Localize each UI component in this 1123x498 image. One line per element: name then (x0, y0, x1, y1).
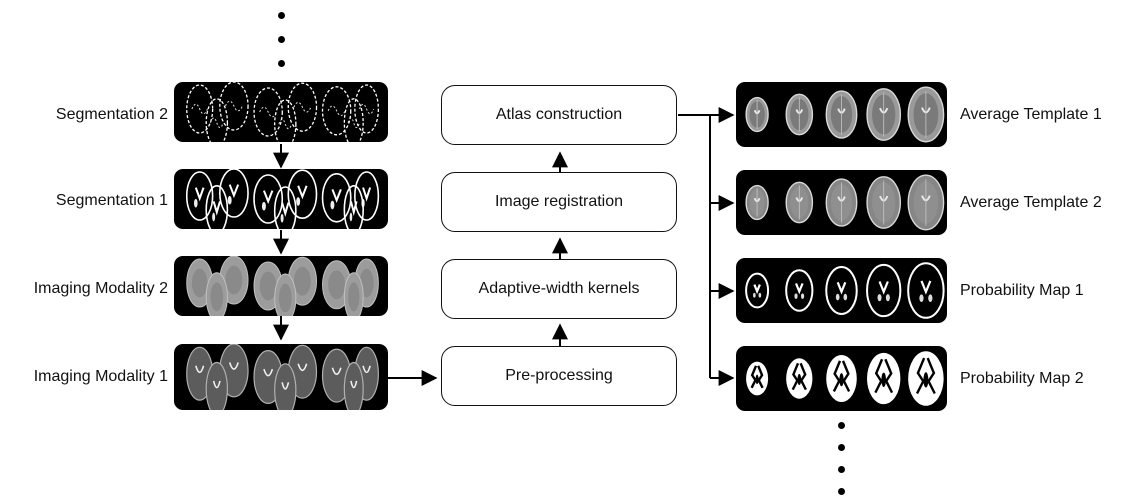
brain-slice (274, 273, 297, 316)
brain-slice (745, 184, 769, 221)
brain-slice (205, 272, 228, 316)
output-label-probability-map-1: Probability Map 1 (960, 282, 1084, 299)
average-template-1-image (736, 82, 947, 147)
brain-thumbnail (185, 169, 380, 229)
brain-slice (825, 266, 858, 315)
brain-slice (253, 87, 283, 137)
brain-slice (826, 355, 857, 402)
brain-slice (253, 174, 284, 224)
ellipsis-dot-bottom-1 (838, 422, 845, 429)
step-adaptive-width-kernels: Adaptive-width kernels (441, 259, 677, 319)
ellipsis-dot-bottom-4 (838, 488, 845, 495)
brain-slice (354, 84, 380, 134)
brain-slice (785, 269, 814, 312)
brain-slice (907, 174, 945, 231)
segmentation-2-image (174, 82, 388, 142)
brain-slice (274, 363, 297, 410)
ellipsis-dot-top-3 (278, 60, 285, 67)
brain-slice (825, 178, 858, 227)
brain-slice (785, 181, 814, 224)
step-pre-processing: Pre-processing (441, 346, 677, 406)
brain-slice (785, 93, 814, 136)
brain-slice (825, 90, 858, 139)
output-label-average-template-1: Average Template 1 (960, 106, 1102, 123)
brain-slice (746, 361, 769, 396)
brain-thumbnail (186, 82, 380, 142)
probability-map-2-image (736, 346, 947, 411)
brain-slice (907, 86, 945, 143)
brain-slice (343, 98, 364, 142)
brain-slice (866, 263, 902, 318)
ellipsis-dot-top-1 (278, 12, 285, 19)
brain-slice (745, 96, 769, 133)
input-label-imaging-modality-2: Imaging Modality 2 (33, 280, 168, 297)
brain-slice (321, 86, 352, 136)
ellipsis-dot-bottom-2 (838, 444, 845, 451)
brain-slice (287, 82, 318, 132)
brain-slice (205, 361, 228, 410)
input-label-imaging-modality-1: Imaging Modality 1 (33, 368, 168, 385)
step-image-registration: Image registration (441, 172, 677, 232)
brain-slice (908, 351, 944, 406)
brain-thumbnail (186, 344, 379, 410)
probability-map-1-image (736, 258, 947, 323)
brain-slice (185, 171, 214, 221)
brain-slice (866, 176, 902, 229)
brain-slice (745, 272, 770, 309)
brain-thumbnail (745, 86, 945, 143)
ellipsis-dot-top-2 (278, 36, 285, 43)
brain-slice (354, 171, 380, 221)
brain-slice (343, 272, 364, 316)
ellipsis-dot-bottom-3 (838, 466, 845, 473)
brain-slice (907, 262, 945, 319)
brain-slice (273, 186, 297, 229)
brain-slice (287, 169, 318, 220)
segmentation-1-image (174, 169, 388, 229)
brain-thumbnail (745, 174, 945, 231)
imaging-modality-1-image (174, 344, 388, 410)
brain-slice (343, 361, 364, 410)
brain-slice (321, 172, 352, 223)
brain-thumbnail (745, 262, 945, 319)
brain-slice (219, 169, 249, 218)
input-label-segmentation-1: Segmentation 1 (55, 192, 168, 209)
brain-slice (866, 88, 902, 141)
brain-slice (274, 99, 297, 142)
brain-slice (343, 185, 364, 229)
step-atlas-construction: Atlas construction (441, 85, 677, 145)
brain-slice (867, 352, 901, 405)
brain-thumbnail (186, 256, 379, 316)
output-label-average-template-2: Average Template 2 (960, 194, 1102, 211)
brain-slice (205, 98, 229, 142)
imaging-modality-2-image (174, 256, 388, 316)
input-label-segmentation-2: Segmentation 2 (55, 106, 168, 123)
output-label-probability-map-2: Probability Map 2 (960, 370, 1084, 387)
brain-slice (186, 84, 214, 134)
brain-slice (322, 260, 352, 310)
brain-slice (786, 358, 813, 399)
average-template-2-image (736, 170, 947, 235)
brain-thumbnail (746, 351, 944, 406)
brain-slice (205, 185, 229, 229)
brain-slice (219, 82, 249, 131)
